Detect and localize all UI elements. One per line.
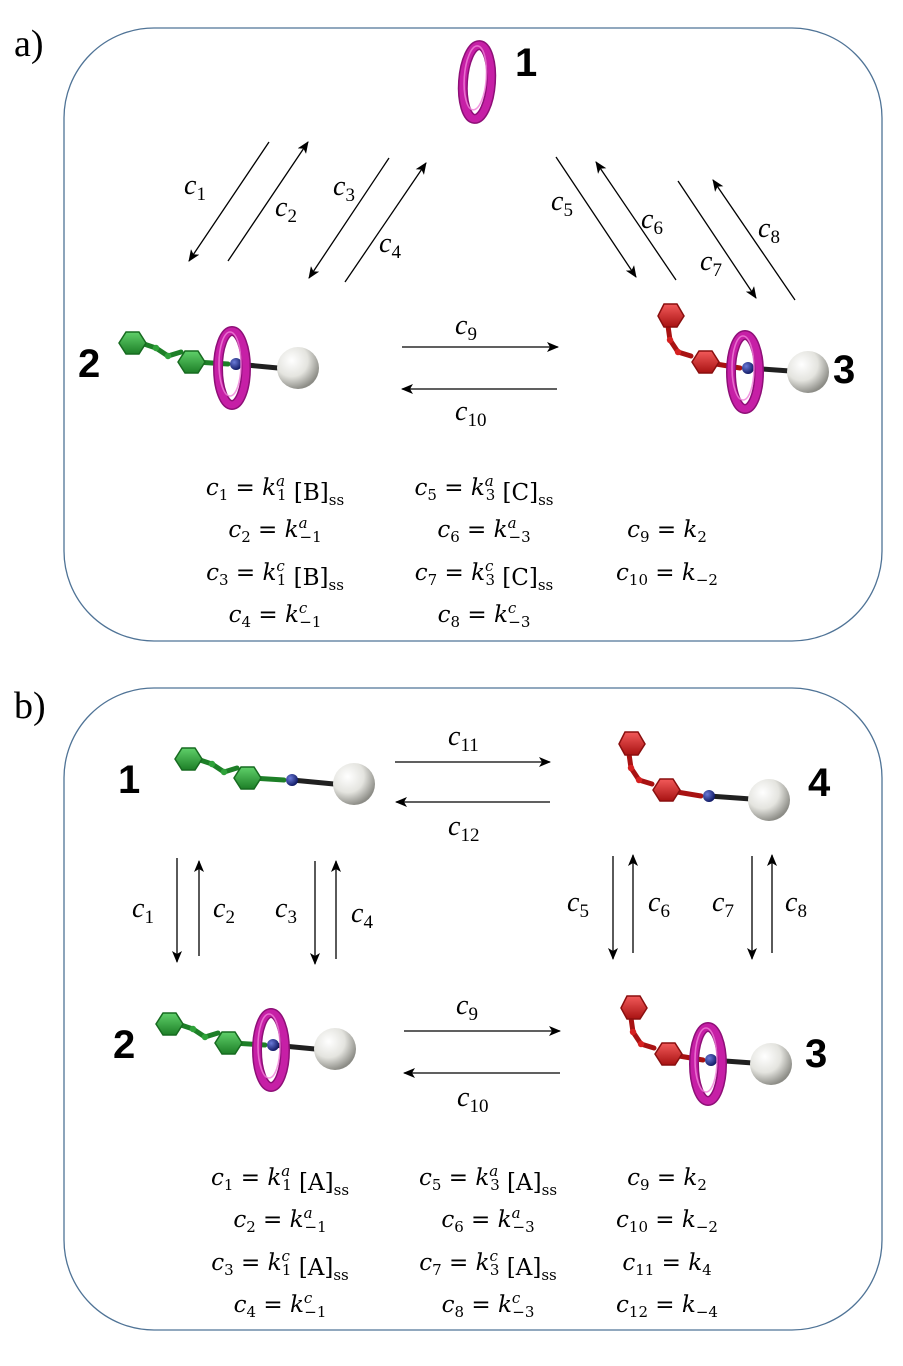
label-b-c7: c7 [712, 887, 734, 922]
equation-c2: c2 = ka−1 [233, 1204, 326, 1236]
panel-b-frame [63, 687, 883, 1331]
panel-a: a) 1 2 3 [14, 23, 883, 642]
equation-c12: c12 = k−4 [616, 1292, 718, 1321]
equation-c8: c8 = kc−3 [438, 599, 531, 631]
equation-c9: c9 = k2 [627, 1165, 707, 1194]
species-label-b1: 1 [118, 758, 140, 802]
species-label-b3: 3 [805, 1032, 827, 1076]
label-b-c6: c6 [648, 887, 670, 922]
equation-c2: c2 = ka−1 [228, 514, 321, 546]
label-c6: c6 [641, 204, 663, 239]
label-c7: c7 [700, 246, 722, 281]
panel-a-letter: a) [14, 23, 44, 65]
label-b-c2: c2 [213, 893, 235, 928]
equation-c10: c10 = k−2 [616, 1207, 718, 1236]
label-b-c3: c3 [275, 893, 297, 928]
species-label-3: 3 [833, 348, 855, 392]
arrow-c4 [344, 162, 427, 283]
rotaxane-red-station-b [621, 996, 792, 1101]
arrow-c1 [188, 141, 270, 262]
label-b-c10: c10 [457, 1082, 488, 1117]
species-label-b2: 2 [113, 1023, 135, 1067]
arrow-c8 [712, 179, 796, 301]
label-c9: c9 [455, 310, 477, 345]
equation-c6: c6 = ka−3 [441, 1204, 534, 1236]
equation-c4: c4 = kc−1 [229, 599, 322, 631]
rotaxane-green-station-b [156, 1013, 356, 1087]
label-c4: c4 [379, 228, 401, 263]
label-c3: c3 [333, 171, 355, 206]
label-c5: c5 [551, 186, 573, 221]
equation-c8: c8 = kc−3 [442, 1289, 535, 1321]
arrow-c5 [555, 156, 637, 278]
label-b-c11: c11 [448, 721, 479, 756]
label-b-c1: c1 [132, 893, 154, 928]
label-b-c4: c4 [351, 898, 373, 933]
arrow-c7 [677, 180, 757, 299]
label-c1: c1 [184, 170, 206, 205]
label-c2: c2 [275, 192, 297, 227]
equation-c11: c11 = k4 [622, 1250, 711, 1279]
equation-c6: c6 = ka−3 [437, 514, 530, 546]
label-b-c5: c5 [567, 887, 589, 922]
arrow-c3 [308, 157, 390, 279]
arrow-c2 [227, 141, 309, 262]
label-c8: c8 [758, 213, 780, 248]
species-label-1: 1 [515, 41, 537, 85]
rotaxane-green-station [119, 331, 319, 405]
panel-b-letter: b) [14, 685, 46, 727]
equation-c4: c4 = kc−1 [234, 1289, 327, 1321]
axle-green-free [175, 748, 375, 805]
panel-b: b) 1 4 2 3 [14, 685, 883, 1331]
rotaxane-red-station [658, 304, 829, 409]
equation-c10: c10 = k−2 [616, 560, 718, 589]
label-c10: c10 [455, 396, 486, 431]
equation-c9: c9 = k2 [627, 517, 707, 546]
axle-red-free [619, 732, 790, 821]
species-label-2: 2 [78, 342, 100, 386]
label-b-c8: c8 [785, 887, 807, 922]
species-label-b4: 4 [808, 761, 831, 805]
label-b-c12: c12 [448, 811, 479, 846]
arrow-c6 [595, 161, 677, 281]
panel-a-frame [63, 27, 883, 642]
free-ring-molecule [460, 44, 493, 120]
label-b-c9: c9 [456, 990, 478, 1025]
